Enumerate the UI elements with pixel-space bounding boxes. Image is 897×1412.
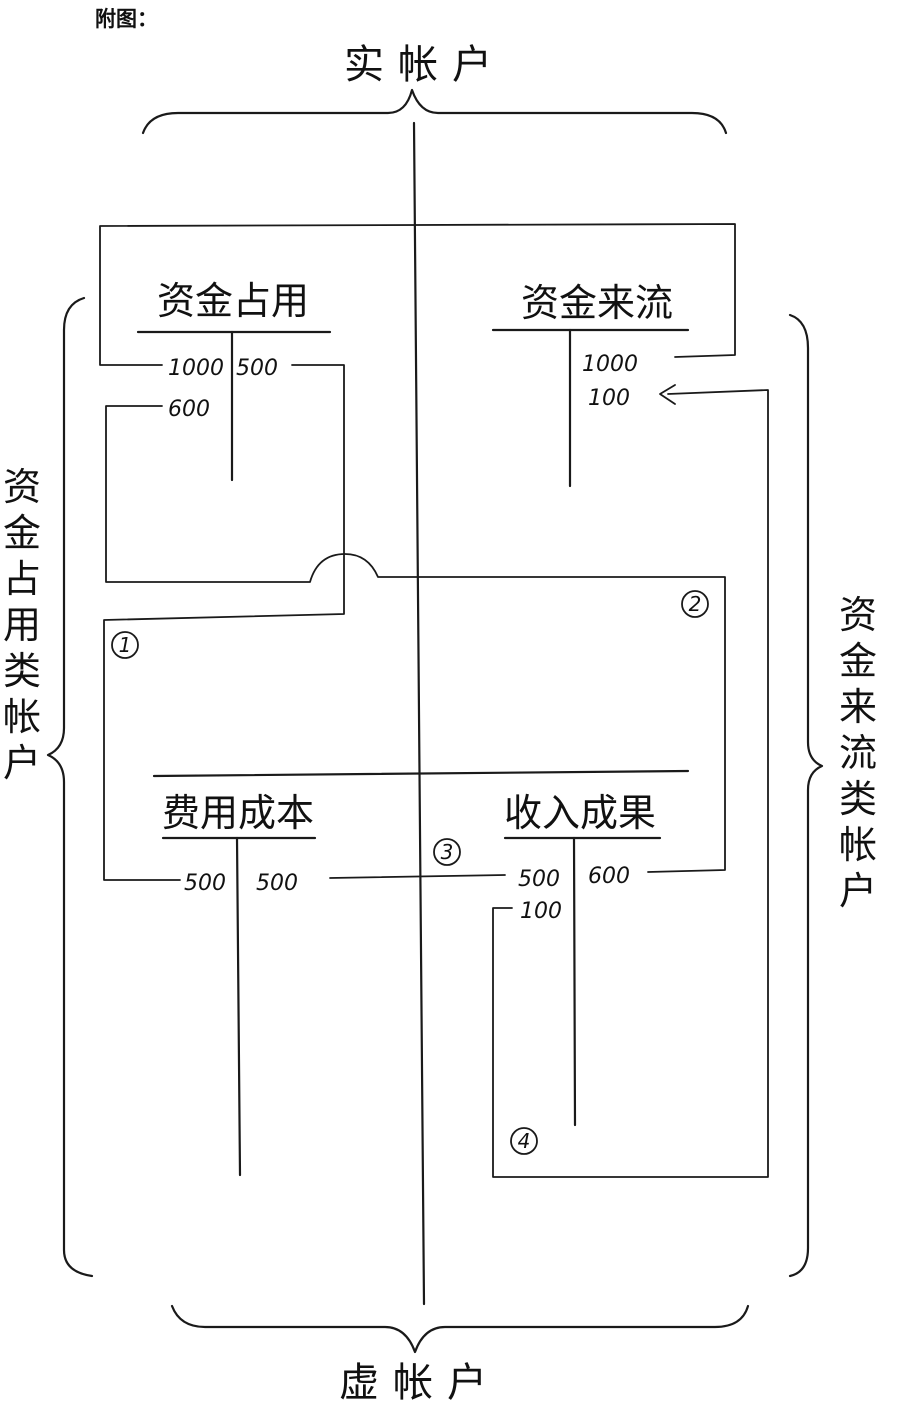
left-label: 资金占用类帐户 xyxy=(3,465,41,785)
right-label: 资金来流类帐户 xyxy=(839,593,877,913)
connector-entry-100 xyxy=(492,389,769,1178)
top-label: 实帐户 xyxy=(344,42,506,88)
marker-1: 1 xyxy=(119,633,132,657)
marker-3: 3 xyxy=(441,840,454,864)
center-divider xyxy=(412,121,426,1306)
account-title-top-left: 资金占用 xyxy=(157,279,309,323)
t-stem-bottom-left xyxy=(235,836,242,1177)
amount: 1000 xyxy=(582,352,638,377)
t-bar-virtual xyxy=(152,769,690,778)
marker-circle-4 xyxy=(510,1127,538,1155)
account-title-bottom-left: 费用成本 xyxy=(162,791,314,835)
marker-circle-3 xyxy=(433,838,461,866)
bottom-label: 虚帐户 xyxy=(339,1360,501,1406)
arrowhead-entry-100 xyxy=(659,384,676,405)
account-title-bottom-right: 收入成果 xyxy=(504,791,656,835)
amount: 600 xyxy=(588,864,630,889)
t-stem-bottom-right xyxy=(572,836,577,1127)
marker-circle-2 xyxy=(681,590,709,618)
marker-circle-1 xyxy=(111,631,139,659)
marker-4: 4 xyxy=(518,1129,531,1153)
connector-entry-600 xyxy=(105,405,726,873)
amount: 500 xyxy=(184,871,226,896)
amount: 600 xyxy=(168,397,210,422)
amount: 500 xyxy=(256,871,298,896)
left-brace xyxy=(46,296,94,1278)
bottom-brace xyxy=(170,1304,750,1354)
right-brace xyxy=(788,313,824,1278)
marker-2: 2 xyxy=(689,592,702,616)
connector-entry-500-credit xyxy=(103,364,345,881)
account-title-top-right: 资金来流 xyxy=(521,281,673,325)
amount: 100 xyxy=(520,899,562,924)
connector-entry-3 xyxy=(329,874,506,879)
amount: 500 xyxy=(236,356,278,381)
amount: 1000 xyxy=(168,356,224,381)
header-label: 附图： xyxy=(95,7,158,31)
amount: 500 xyxy=(518,867,560,892)
connector-entry-1000 xyxy=(99,223,736,366)
top-brace xyxy=(141,88,728,135)
amount: 100 xyxy=(588,386,630,411)
